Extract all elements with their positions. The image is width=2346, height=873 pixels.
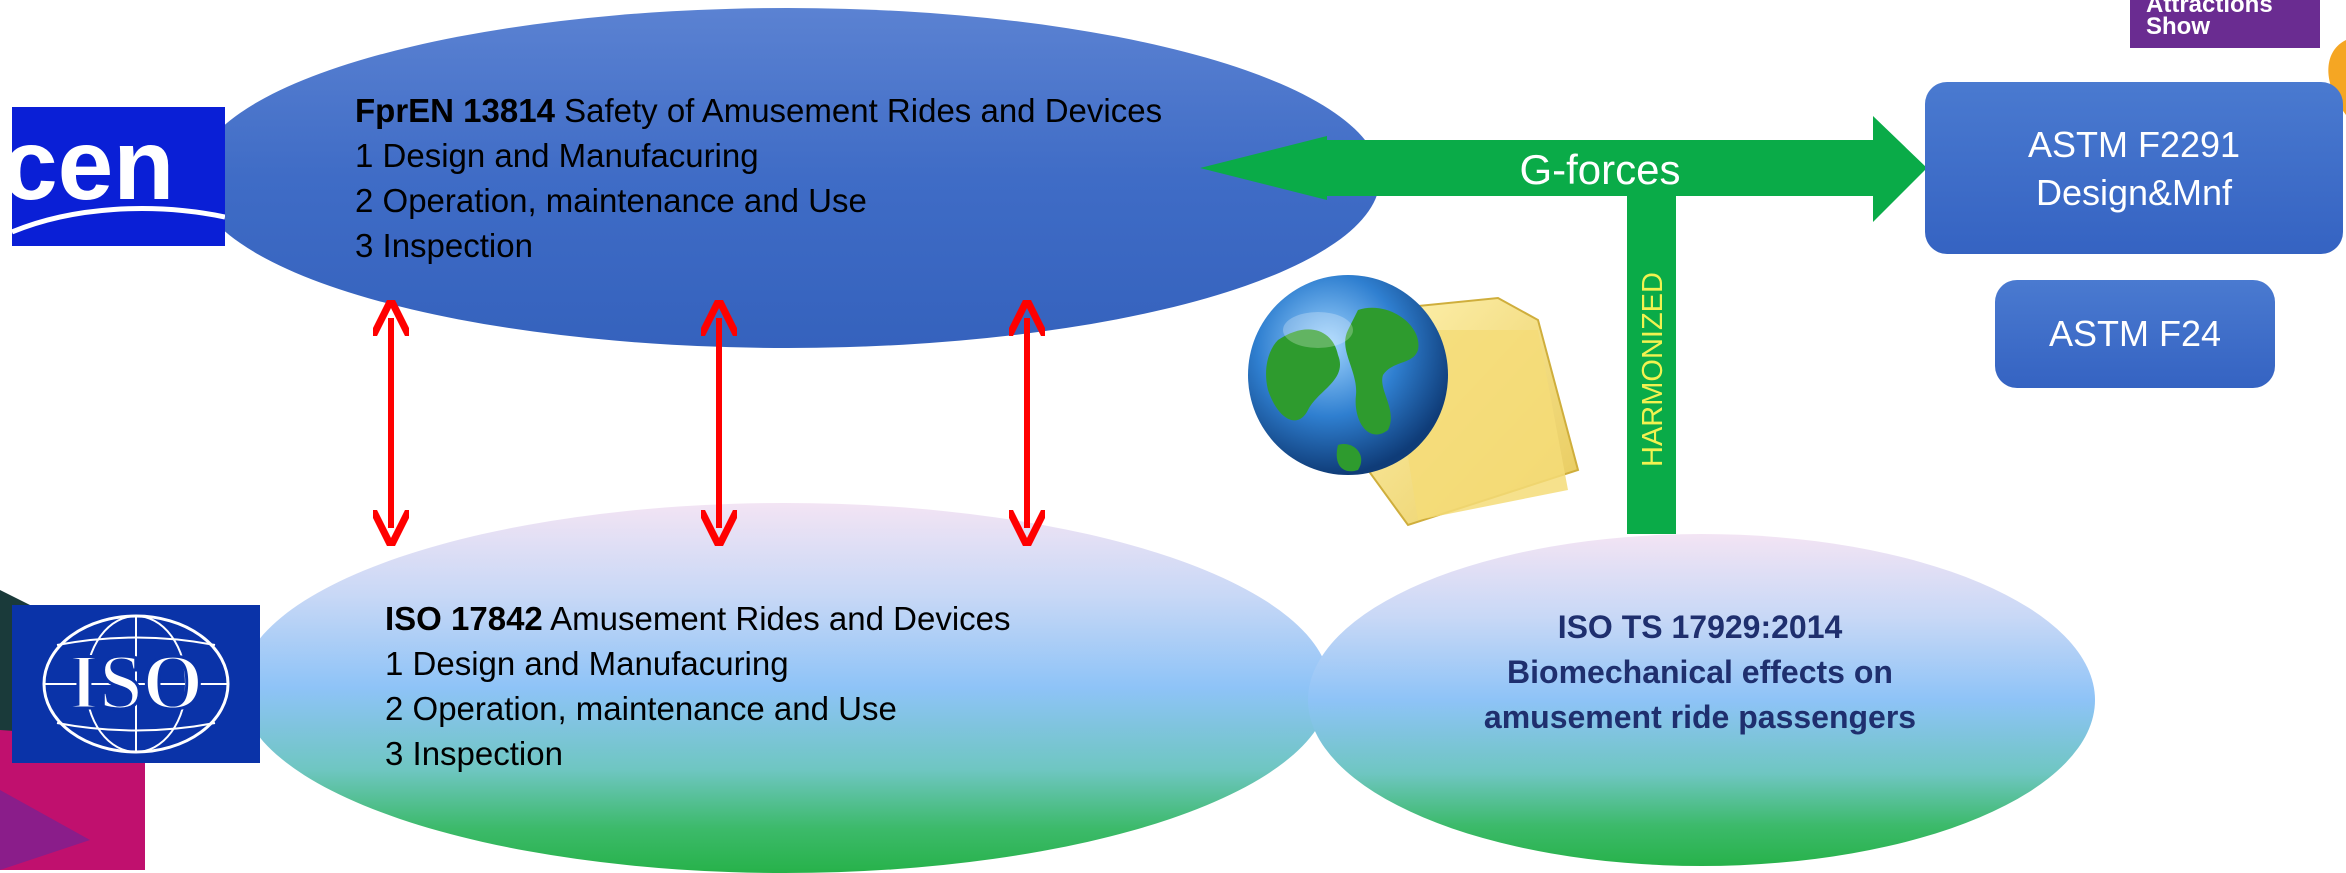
iso-item: 1 Design and Manufacuring (385, 645, 789, 682)
cen-item: 3 Inspection (355, 227, 533, 264)
cen-standard-text: FprEN 13814 Safety of Amusement Rides an… (355, 88, 1162, 268)
iso-standard-ellipse (240, 503, 1330, 873)
cen-logo-graphic: cen (12, 109, 225, 235)
cen-logo: cen (12, 107, 225, 246)
cen-standard-name: Safety of Amusement Rides and Devices (554, 92, 1163, 129)
iso-ts-ellipse (1308, 534, 2095, 866)
cen-item: 1 Design and Manufacuring (355, 137, 759, 174)
cen-standard-ellipse (195, 8, 1380, 348)
iso-logo-text: ISO (69, 638, 203, 725)
astm-f2291-box: ASTM F2291 Design&Mnf (1925, 82, 2343, 254)
iso-standard-code: ISO 17842 (385, 600, 543, 637)
cen-standard-title: FprEN 13814 Safety of Amusement Rides an… (355, 88, 1162, 133)
astm-f2291-line: Design&Mnf (2035, 172, 2233, 213)
iso-standard-title: ISO 17842 Amusement Rides and Devices (385, 596, 1011, 641)
iso-standard-name: Amusement Rides and Devices (542, 600, 1011, 637)
gforces-label: G-forces (1519, 146, 1681, 193)
harmonized-label: HARMONIZED (1637, 272, 1669, 467)
harmonized-bar (1627, 196, 1676, 534)
cen-item: 2 Operation, maintenance and Use (355, 182, 867, 219)
iso-ts-text: ISO TS 17929:2014 Biomechanical effects … (1420, 605, 1980, 740)
iso-ts-line: amusement ride passengers (1483, 699, 1917, 735)
iso-logo-graphic: ISO (42, 614, 230, 754)
gforces-arrow (1200, 116, 1927, 222)
iso-item: 2 Operation, maintenance and Use (385, 690, 897, 727)
event-brand-logo: Attractions Show (2130, 0, 2320, 48)
iso-ts-line: ISO TS 17929:2014 (1557, 609, 1843, 645)
iso-logo: ISO (12, 605, 260, 763)
globe-folder-icon (1248, 275, 1580, 527)
cen-standard-code: FprEN 13814 (355, 92, 555, 129)
iso-ts-line: Biomechanical effects on (1507, 654, 1893, 690)
astm-f2291-line: ASTM F2291 (2027, 124, 2241, 165)
harmonized-label-wrap: HARMONIZED (1633, 272, 1828, 507)
brand-line-1: Attractions (2146, 0, 2273, 18)
iso-item: 3 Inspection (385, 735, 563, 772)
brand-line-2: Show (2146, 13, 2210, 40)
iso-standard-text: ISO 17842 Amusement Rides and Devices 1 … (385, 596, 1011, 776)
cen-logo-text: cen (12, 109, 174, 221)
astm-f24-box: ASTM F24 (1995, 280, 2275, 388)
astm-f24-label: ASTM F24 (2048, 313, 2222, 354)
